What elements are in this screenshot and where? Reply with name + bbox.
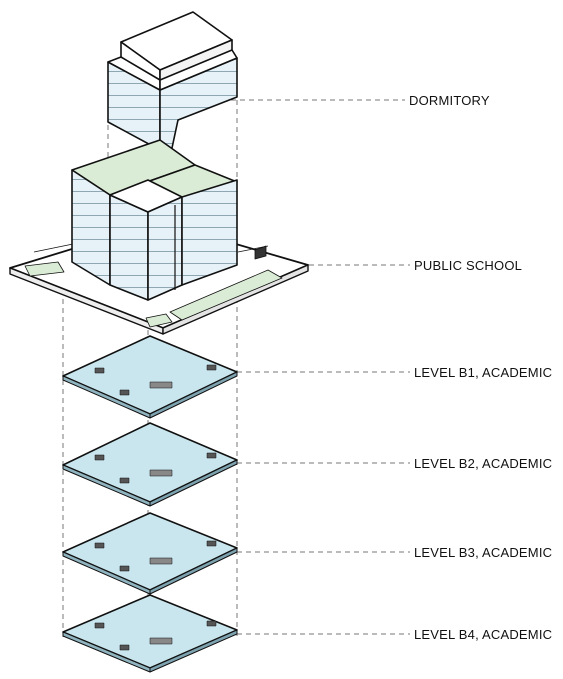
public-school-tower: [71, 139, 238, 301]
level-b3-slab: [62, 512, 238, 595]
dormitory-block: [107, 11, 238, 151]
public-school-label: PUBLIC SCHOOL: [414, 258, 523, 273]
level-b2-slab: [62, 422, 238, 507]
dormitory-label: DORMITORY: [409, 93, 490, 108]
level-b4-label: LEVEL B4, ACADEMIC: [414, 627, 553, 642]
level-b1-label: LEVEL B1, ACADEMIC: [414, 365, 553, 380]
level-b2-label: LEVEL B2, ACADEMIC: [414, 456, 553, 471]
level-b1-slab: [62, 335, 238, 419]
level-b4-slab: [62, 594, 238, 673]
level-b3-label: LEVEL B3, ACADEMIC: [414, 545, 553, 560]
